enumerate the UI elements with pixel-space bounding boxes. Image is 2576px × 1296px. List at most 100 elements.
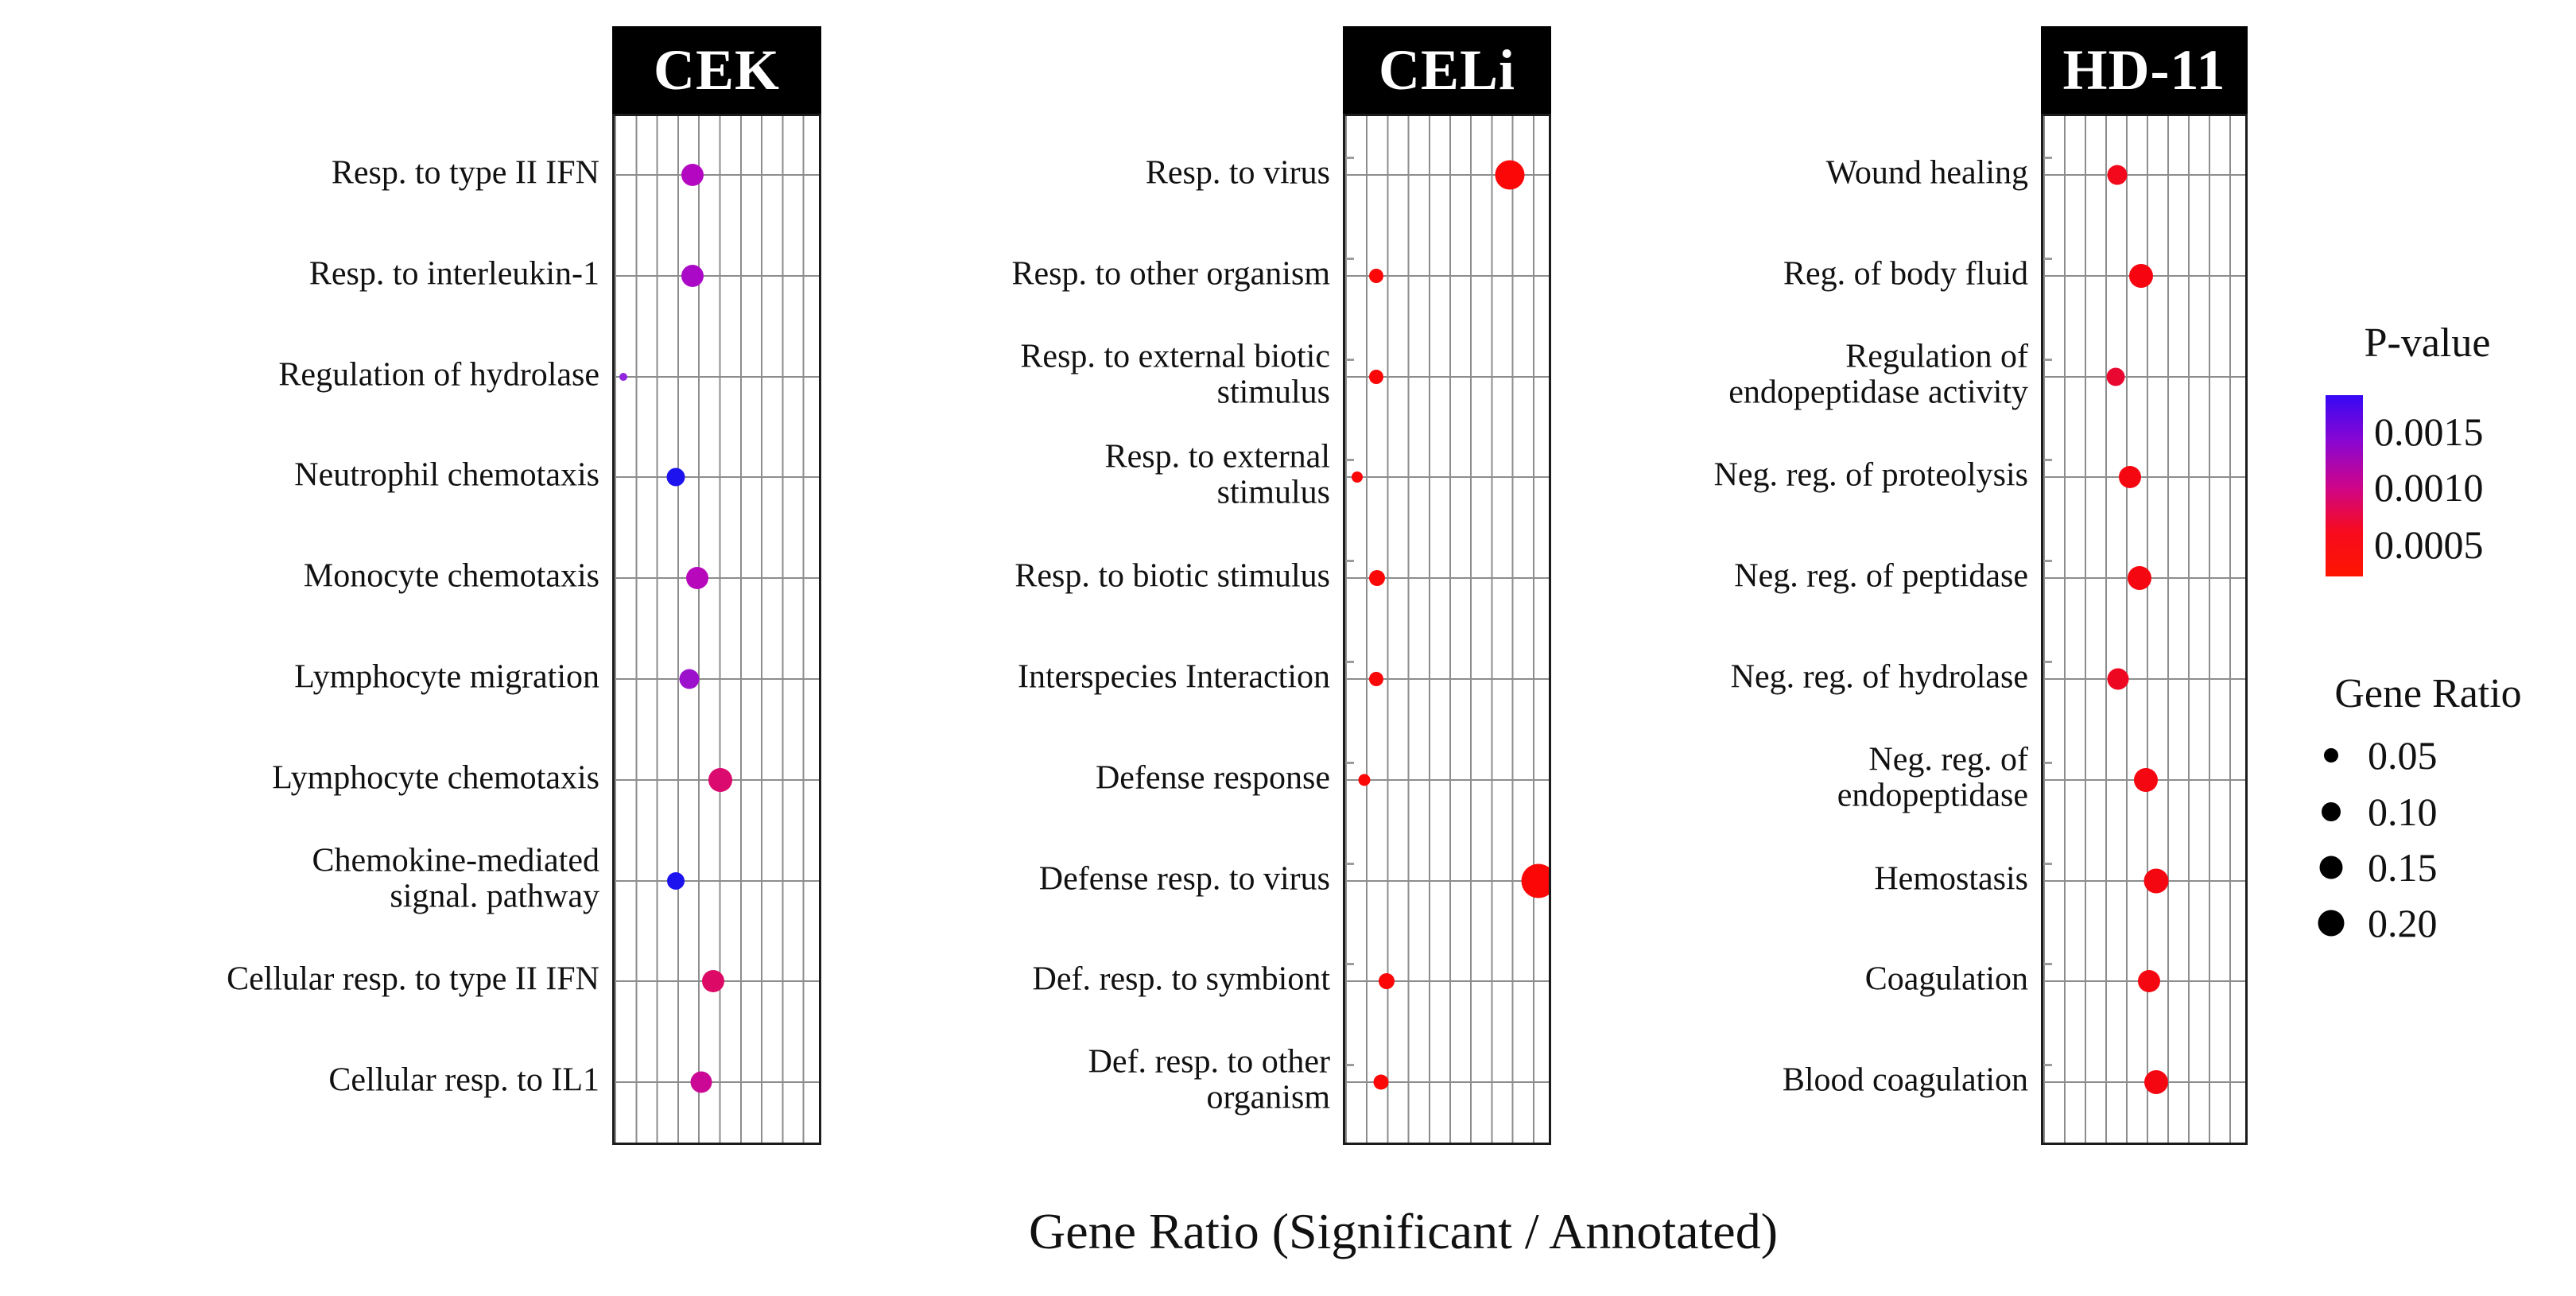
- gridline: [1345, 577, 1549, 579]
- data-dot: [1358, 774, 1371, 786]
- gridline: [615, 880, 819, 882]
- generatio-label-3: 0.20: [2368, 901, 2438, 945]
- data-dot: [686, 567, 709, 589]
- data-dot: [690, 1071, 712, 1093]
- row-label: Lymphocyte chemotaxis: [272, 759, 599, 797]
- data-dot: [702, 970, 725, 992]
- data-dot: [2119, 466, 2142, 488]
- gridline: [1345, 779, 1549, 781]
- row-label: Neg. reg. of peptidase: [1734, 557, 2028, 595]
- gridline: [615, 174, 819, 176]
- row-label: Lymphocyte migration: [294, 658, 599, 696]
- y-tick: [1345, 560, 1354, 562]
- generatio-legend-title: Gene Ratio: [2334, 671, 2522, 716]
- data-dot: [681, 164, 704, 186]
- row-label: Neg. reg. of hydrolase: [1730, 658, 2028, 696]
- y-tick: [1345, 762, 1354, 764]
- y-tick: [1345, 661, 1354, 663]
- pvalue-tick-0: 0.0015: [2374, 409, 2484, 454]
- data-dot: [666, 468, 685, 487]
- data-dot: [708, 768, 732, 792]
- y-tick: [2043, 359, 2052, 361]
- row-label: Resp. to other organism: [1011, 255, 1330, 293]
- x-axis-label: Gene Ratio (Significant / Annotated): [1029, 1203, 1778, 1259]
- data-dot: [1369, 672, 1384, 686]
- data-dot: [679, 669, 700, 689]
- row-label: Resp. to external stimulus: [1104, 438, 1330, 511]
- gridline: [615, 376, 819, 378]
- panel-plot-cek: [612, 114, 821, 1145]
- y-tick: [1345, 258, 1354, 260]
- gridline: [615, 275, 819, 277]
- row-label: Defense resp. to virus: [1038, 860, 1330, 898]
- data-dot: [1369, 370, 1384, 384]
- row-label: Chemokine-mediated signal. pathway: [312, 842, 599, 915]
- pvalue-legend-title: P-value: [2364, 320, 2491, 366]
- y-tick: [2043, 560, 2052, 562]
- y-tick: [2043, 258, 2052, 260]
- data-dot: [2128, 566, 2152, 590]
- generatio-dot-0.10: [2322, 802, 2341, 821]
- gridline: [2043, 678, 2245, 680]
- row-label: Regulation of endopeptidase activity: [1728, 338, 2028, 411]
- gridline: [1345, 678, 1549, 680]
- data-dot: [619, 373, 627, 381]
- panel-title-celi: CELi: [1343, 26, 1551, 114]
- data-dot: [2106, 367, 2125, 386]
- gridline: [615, 1081, 819, 1083]
- panel-title-cek: CEK: [612, 26, 821, 114]
- data-dot: [666, 872, 685, 890]
- pvalue-tick-2: 0.0005: [2374, 522, 2484, 567]
- row-label: Neutrophil chemotaxis: [294, 456, 599, 494]
- y-tick: [2043, 863, 2052, 865]
- gridline: [2043, 476, 2245, 478]
- pvalue-tick-1: 0.0010: [2374, 465, 2484, 510]
- data-dot: [2129, 264, 2154, 288]
- generatio-dot-0.20: [2318, 910, 2345, 937]
- row-label: Resp. to virus: [1145, 154, 1330, 192]
- y-tick: [2043, 1064, 2052, 1066]
- data-dot: [1369, 269, 1384, 283]
- generatio-dot-0.15: [2319, 856, 2343, 879]
- row-label: Neg. reg. of proteolysis: [1713, 456, 2028, 494]
- y-tick: [2043, 963, 2052, 965]
- gridline: [1345, 880, 1549, 882]
- data-dot: [1521, 863, 1549, 898]
- row-label: Neg. reg. of endopeptidase: [1837, 741, 2028, 814]
- row-label: Coagulation: [1864, 960, 2028, 998]
- row-label: Cellular resp. to type II IFN: [227, 960, 599, 998]
- row-label: Blood coagulation: [1782, 1061, 2028, 1099]
- data-dot: [2107, 668, 2129, 690]
- y-tick: [1345, 359, 1354, 361]
- data-dot: [2134, 768, 2159, 792]
- row-label: Def. resp. to symbiont: [1032, 960, 1330, 998]
- gridline: [2043, 174, 2245, 176]
- panel-plot-celi: [1343, 114, 1551, 1145]
- data-dot: [1368, 570, 1385, 586]
- panel-plot-hd-11: [2041, 114, 2248, 1145]
- row-label: Hemostasis: [1874, 860, 2028, 898]
- y-tick: [2043, 762, 2052, 764]
- gridline: [2043, 376, 2245, 378]
- y-tick: [1345, 1064, 1354, 1066]
- row-label: Wound healing: [1825, 154, 2028, 192]
- data-dot: [1495, 160, 1525, 190]
- generatio-label-2: 0.15: [2368, 845, 2438, 890]
- row-label: Monocyte chemotaxis: [303, 557, 599, 595]
- y-tick: [2043, 661, 2052, 663]
- row-label: Interspecies Interaction: [1018, 658, 1330, 696]
- data-dot: [2137, 970, 2160, 992]
- gridline: [1345, 476, 1549, 478]
- gridline: [1345, 275, 1549, 277]
- data-dot: [1351, 471, 1363, 483]
- row-label: Resp. to external biotic stimulus: [1020, 338, 1330, 411]
- y-tick: [1345, 863, 1354, 865]
- data-dot: [681, 265, 704, 287]
- row-label: Def. resp. to other organism: [1088, 1043, 1330, 1116]
- data-dot: [2143, 1070, 2168, 1094]
- row-label: Resp. to biotic stimulus: [1014, 557, 1330, 595]
- data-dot: [2143, 868, 2169, 894]
- row-label: Resp. to type II IFN: [331, 154, 599, 192]
- row-label: Resp. to interleukin-1: [308, 255, 599, 293]
